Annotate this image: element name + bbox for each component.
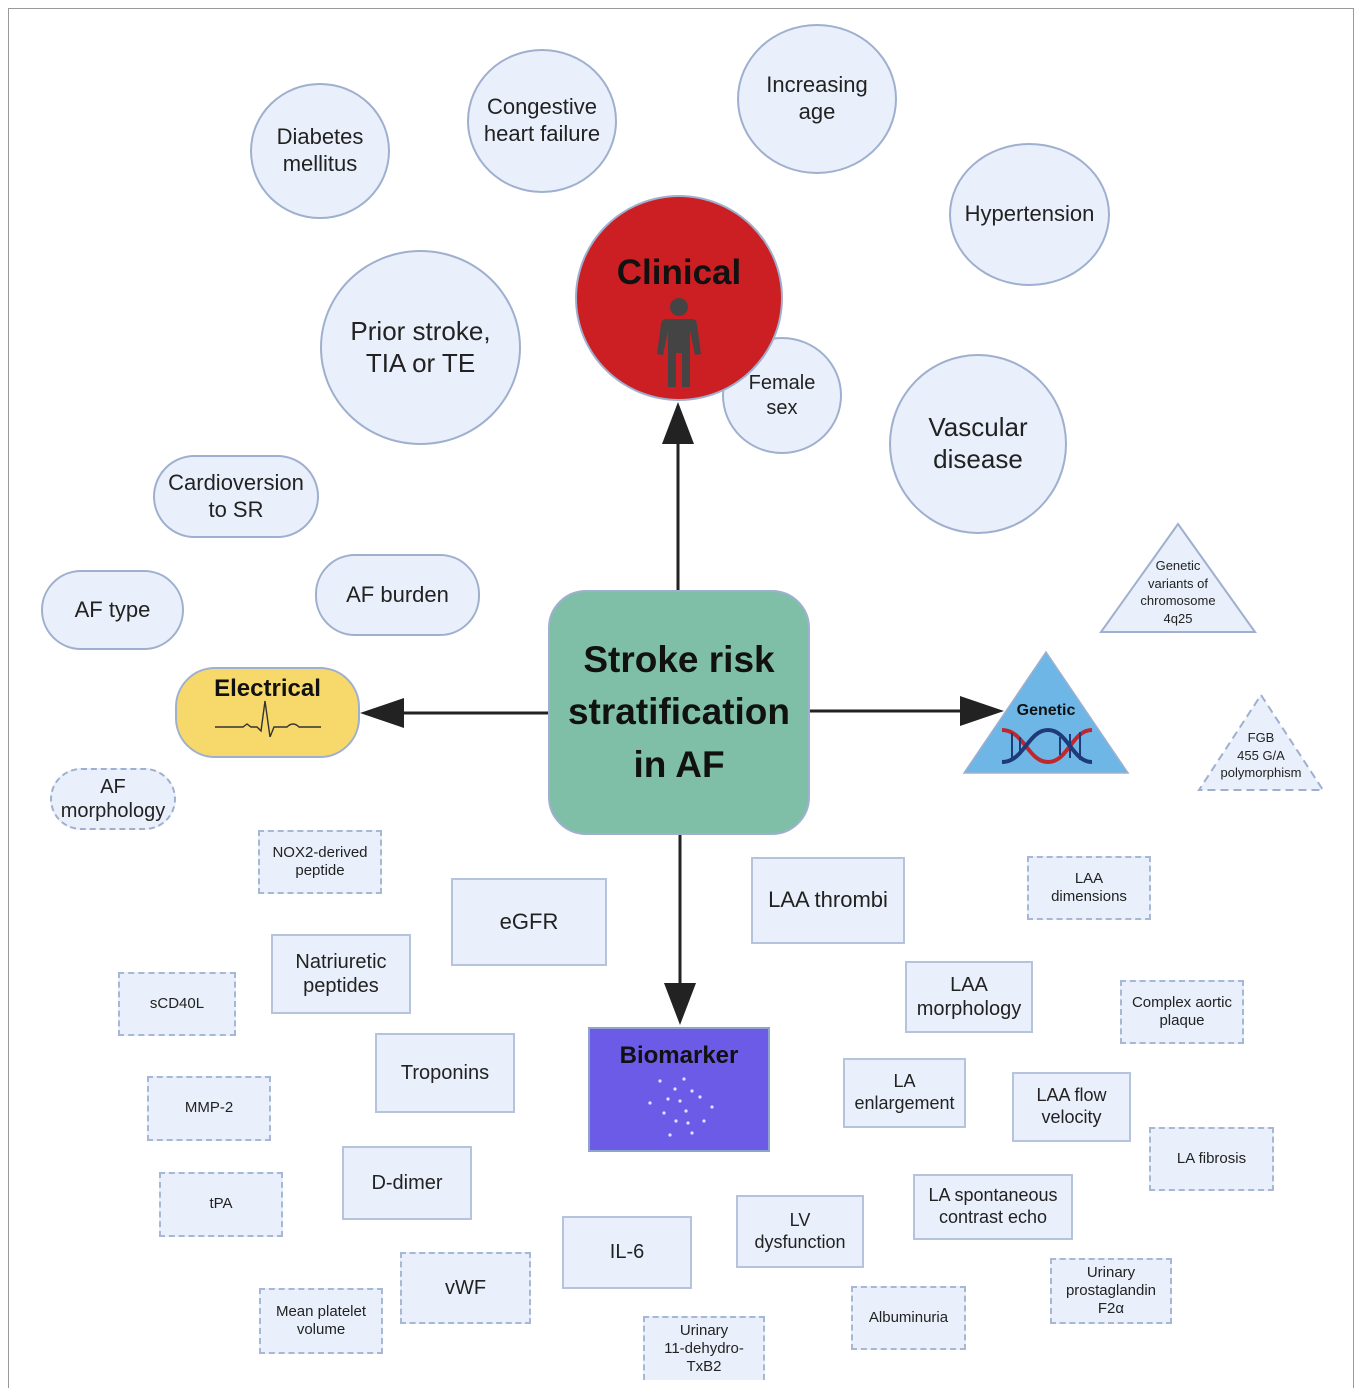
particles-icon [648,1077,714,1137]
category-electrical: Electrical [175,667,360,758]
person-icon [657,297,701,387]
factor-mmp2: MMP-2 [147,1076,271,1141]
arrowhead-clinical [662,402,694,444]
factor-af-burden: AF burden [315,554,480,636]
dna-helix-icon [1001,727,1093,765]
factor-egfr: eGFR [451,878,607,966]
ecg-waveform-icon [214,701,321,738]
factor-vascular-disease: Vascular disease [889,354,1067,534]
factor-mean-platelet-volume: Mean platelet volume [259,1288,383,1354]
factor-increasing-age: Increasing age [737,24,897,174]
factor-hypertension: Hypertension [949,143,1110,286]
factor-tpa: tPA [159,1172,283,1237]
factor-natriuretic-peptides: Natriuretic peptides [271,934,411,1014]
genetic-fgb-triangle [1197,693,1325,791]
category-clinical-label: Clinical [616,253,742,292]
factor-af-type: AF type [41,570,184,650]
factor-nox2-peptide: NOX2-derived peptide [258,830,382,894]
category-genetic-label: Genetic [1016,702,1076,719]
factor-female-sex: Female sex [722,337,842,454]
arrowhead-electrical [360,698,404,728]
factor-vwf: vWF [400,1252,531,1324]
factor-d-dimer: D-dimer [342,1146,472,1220]
arrowhead-biomarker [664,983,696,1025]
factor-la-spontaneous-contrast: LA spontaneous contrast echo [913,1174,1073,1240]
factor-laa-flow-velocity: LAA flow velocity [1012,1072,1131,1142]
factor-af-morphology: AF morphology [50,768,176,830]
factor-la-fibrosis: LA fibrosis [1149,1127,1274,1191]
factor-diabetes: Diabetes mellitus [250,83,390,219]
factor-congestive-heart-failure: Congestive heart failure [467,49,617,193]
arrowhead-genetic [960,696,1004,726]
center-stroke-risk: Stroke risk stratification in AF [548,590,810,835]
factor-laa-dimensions: LAA dimensions [1027,856,1151,920]
factor-complex-aortic-plaque: Complex aortic plaque [1120,980,1244,1044]
factor-albuminuria: Albuminuria [851,1286,966,1350]
factor-scd40l: sCD40L [118,972,236,1036]
factor-troponins: Troponins [375,1033,515,1113]
factor-il6: IL-6 [562,1216,692,1289]
factor-laa-morphology: LAA morphology [905,961,1033,1033]
category-biomarker-label: Biomarker [619,1042,739,1069]
factor-urinary-txb2: Urinary 11-dehydro- TxB2 [643,1316,765,1380]
factor-cardioversion: Cardioversion to SR [153,455,319,538]
category-electrical-label: Electrical [214,674,321,702]
figure-frame [8,8,1354,1388]
factor-la-enlargement: LA enlargement [843,1058,966,1128]
factor-genetic-chromosome: Genetic variants of chromosome 4q25 [1140,558,1216,626]
factor-laa-thrombi: LAA thrombi [751,857,905,944]
category-clinical: Clinical [575,195,783,401]
category-biomarker: Biomarker [588,1027,770,1152]
genetic-chromosome-triangle [1099,522,1257,633]
factor-lv-dysfunction: LV dysfunction [736,1195,864,1268]
category-genetic-triangle [962,650,1130,774]
factor-urinary-prostaglandin: Urinary prostaglandin F2α [1050,1258,1172,1324]
factor-genetic-fgb: FGB 455 G/A polymorphism [1220,730,1302,781]
factor-prior-stroke: Prior stroke, TIA or TE [320,250,521,445]
